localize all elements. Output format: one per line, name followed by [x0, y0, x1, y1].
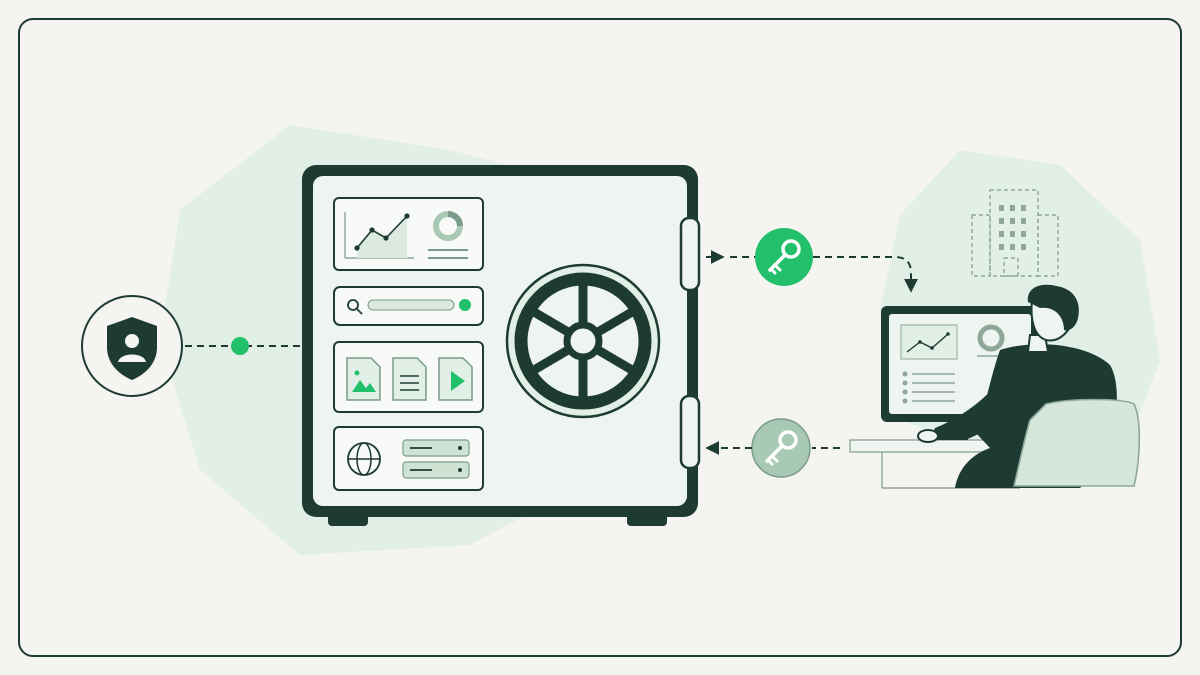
search-input-bar: [367, 299, 455, 311]
monitor-list: [902, 371, 955, 404]
donut-chart-icon: [433, 211, 463, 241]
image-file-icon: [346, 357, 381, 401]
text-file-icon: [392, 357, 427, 401]
returning-key-badge: [751, 418, 811, 478]
connector-dot: [231, 337, 249, 355]
line-chart-icon: [900, 324, 958, 360]
building-icon: [971, 189, 1059, 277]
search-icon: [347, 299, 363, 315]
building-windows: [999, 205, 1026, 250]
key-icon: [765, 430, 798, 466]
vault-wheel-icon: [505, 263, 661, 419]
outgoing-key-badge: [755, 228, 813, 286]
search-panel: [333, 286, 484, 326]
chair: [1012, 398, 1141, 487]
video-file-icon: [438, 357, 473, 401]
donut-chart-icon: [977, 324, 1005, 352]
outer-frame: [18, 18, 1182, 657]
user-shield-badge: [81, 295, 183, 397]
hinge-bottom: [679, 394, 701, 470]
files-panel: [333, 341, 484, 413]
search-status-dot: [459, 299, 471, 311]
server-icon: [402, 439, 470, 479]
shield-user-icon: [107, 317, 157, 380]
network-panel: [333, 426, 484, 491]
analytics-panel: [333, 197, 484, 271]
hinge-top: [679, 216, 701, 292]
key-icon: [768, 239, 801, 275]
line-chart-icon: [344, 212, 414, 259]
globe-icon: [347, 442, 381, 476]
vault-safe: [302, 165, 701, 526]
